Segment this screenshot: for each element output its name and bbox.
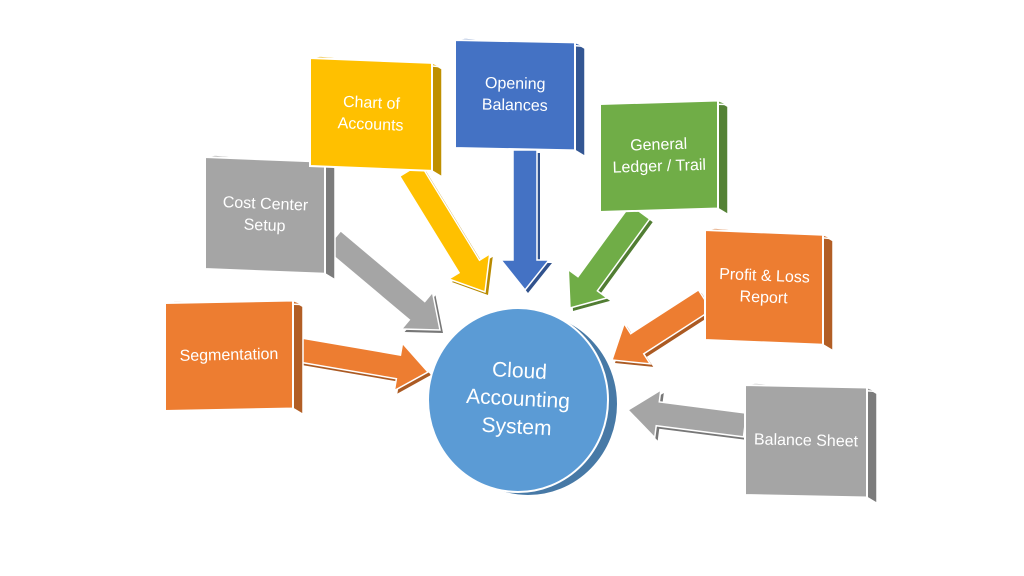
arrows-layer <box>297 149 750 441</box>
general-ledger-trail-label-line: Ledger / Trail <box>612 157 706 177</box>
center-label-line: Cloud <box>492 358 548 384</box>
profit-loss-report-box-face <box>704 228 824 346</box>
chart-of-accounts-label-line: Accounts <box>337 115 403 135</box>
segmentation-box-side <box>292 299 304 416</box>
balance-sheet-box: Balance Sheet <box>744 382 878 505</box>
general-ledger-trail-arrow <box>567 203 651 309</box>
general-ledger-trail-box-side <box>717 99 729 216</box>
cost-center-setup-label-line: Cost Center <box>222 194 309 214</box>
opening-balances-label-line: Balances <box>482 97 548 115</box>
profit-loss-report-label-line: Profit & Loss <box>719 266 810 287</box>
cost-center-setup-box-face <box>204 155 326 275</box>
profit-loss-report-label-line: Report <box>739 288 788 307</box>
center-label-line: System <box>481 414 552 441</box>
balance-sheet-box-face <box>744 383 868 499</box>
segmentation-label-line: Segmentation <box>179 346 278 365</box>
profit-loss-report-box-side <box>822 233 834 353</box>
balance-sheet-label-line: Balance Sheet <box>754 431 859 450</box>
chart-of-accounts-box-face <box>309 56 433 172</box>
chart-of-accounts-label-line: Chart of <box>343 94 401 113</box>
cost-center-setup-label-line: Setup <box>243 217 286 236</box>
chart-of-accounts-box-side <box>431 61 443 179</box>
profit-loss-report-arrow <box>610 288 713 365</box>
cost-center-setup-arrow <box>324 229 441 331</box>
center-disc <box>427 307 609 493</box>
center-label-line: Accounting <box>466 385 571 413</box>
segmentation-box-face <box>164 299 294 413</box>
general-ledger-trail-label-line: General <box>630 136 687 155</box>
segmentation-box: Segmentation <box>164 299 304 416</box>
opening-balances-box-face <box>454 38 576 152</box>
general-ledger-trail-box-face <box>599 99 719 214</box>
balance-sheet-arrow <box>626 388 748 440</box>
chart-of-accounts-arrow <box>398 162 491 294</box>
segmentation-arrow <box>297 337 430 392</box>
opening-balances-label-line: Opening <box>485 75 546 93</box>
opening-balances-arrow <box>499 149 551 292</box>
chart-of-accounts-box: Chart of Accounts <box>309 55 443 179</box>
cost-center-setup-box-side <box>324 160 336 282</box>
opening-balances-box-side <box>574 41 586 158</box>
balance-sheet-box-side <box>866 386 878 505</box>
